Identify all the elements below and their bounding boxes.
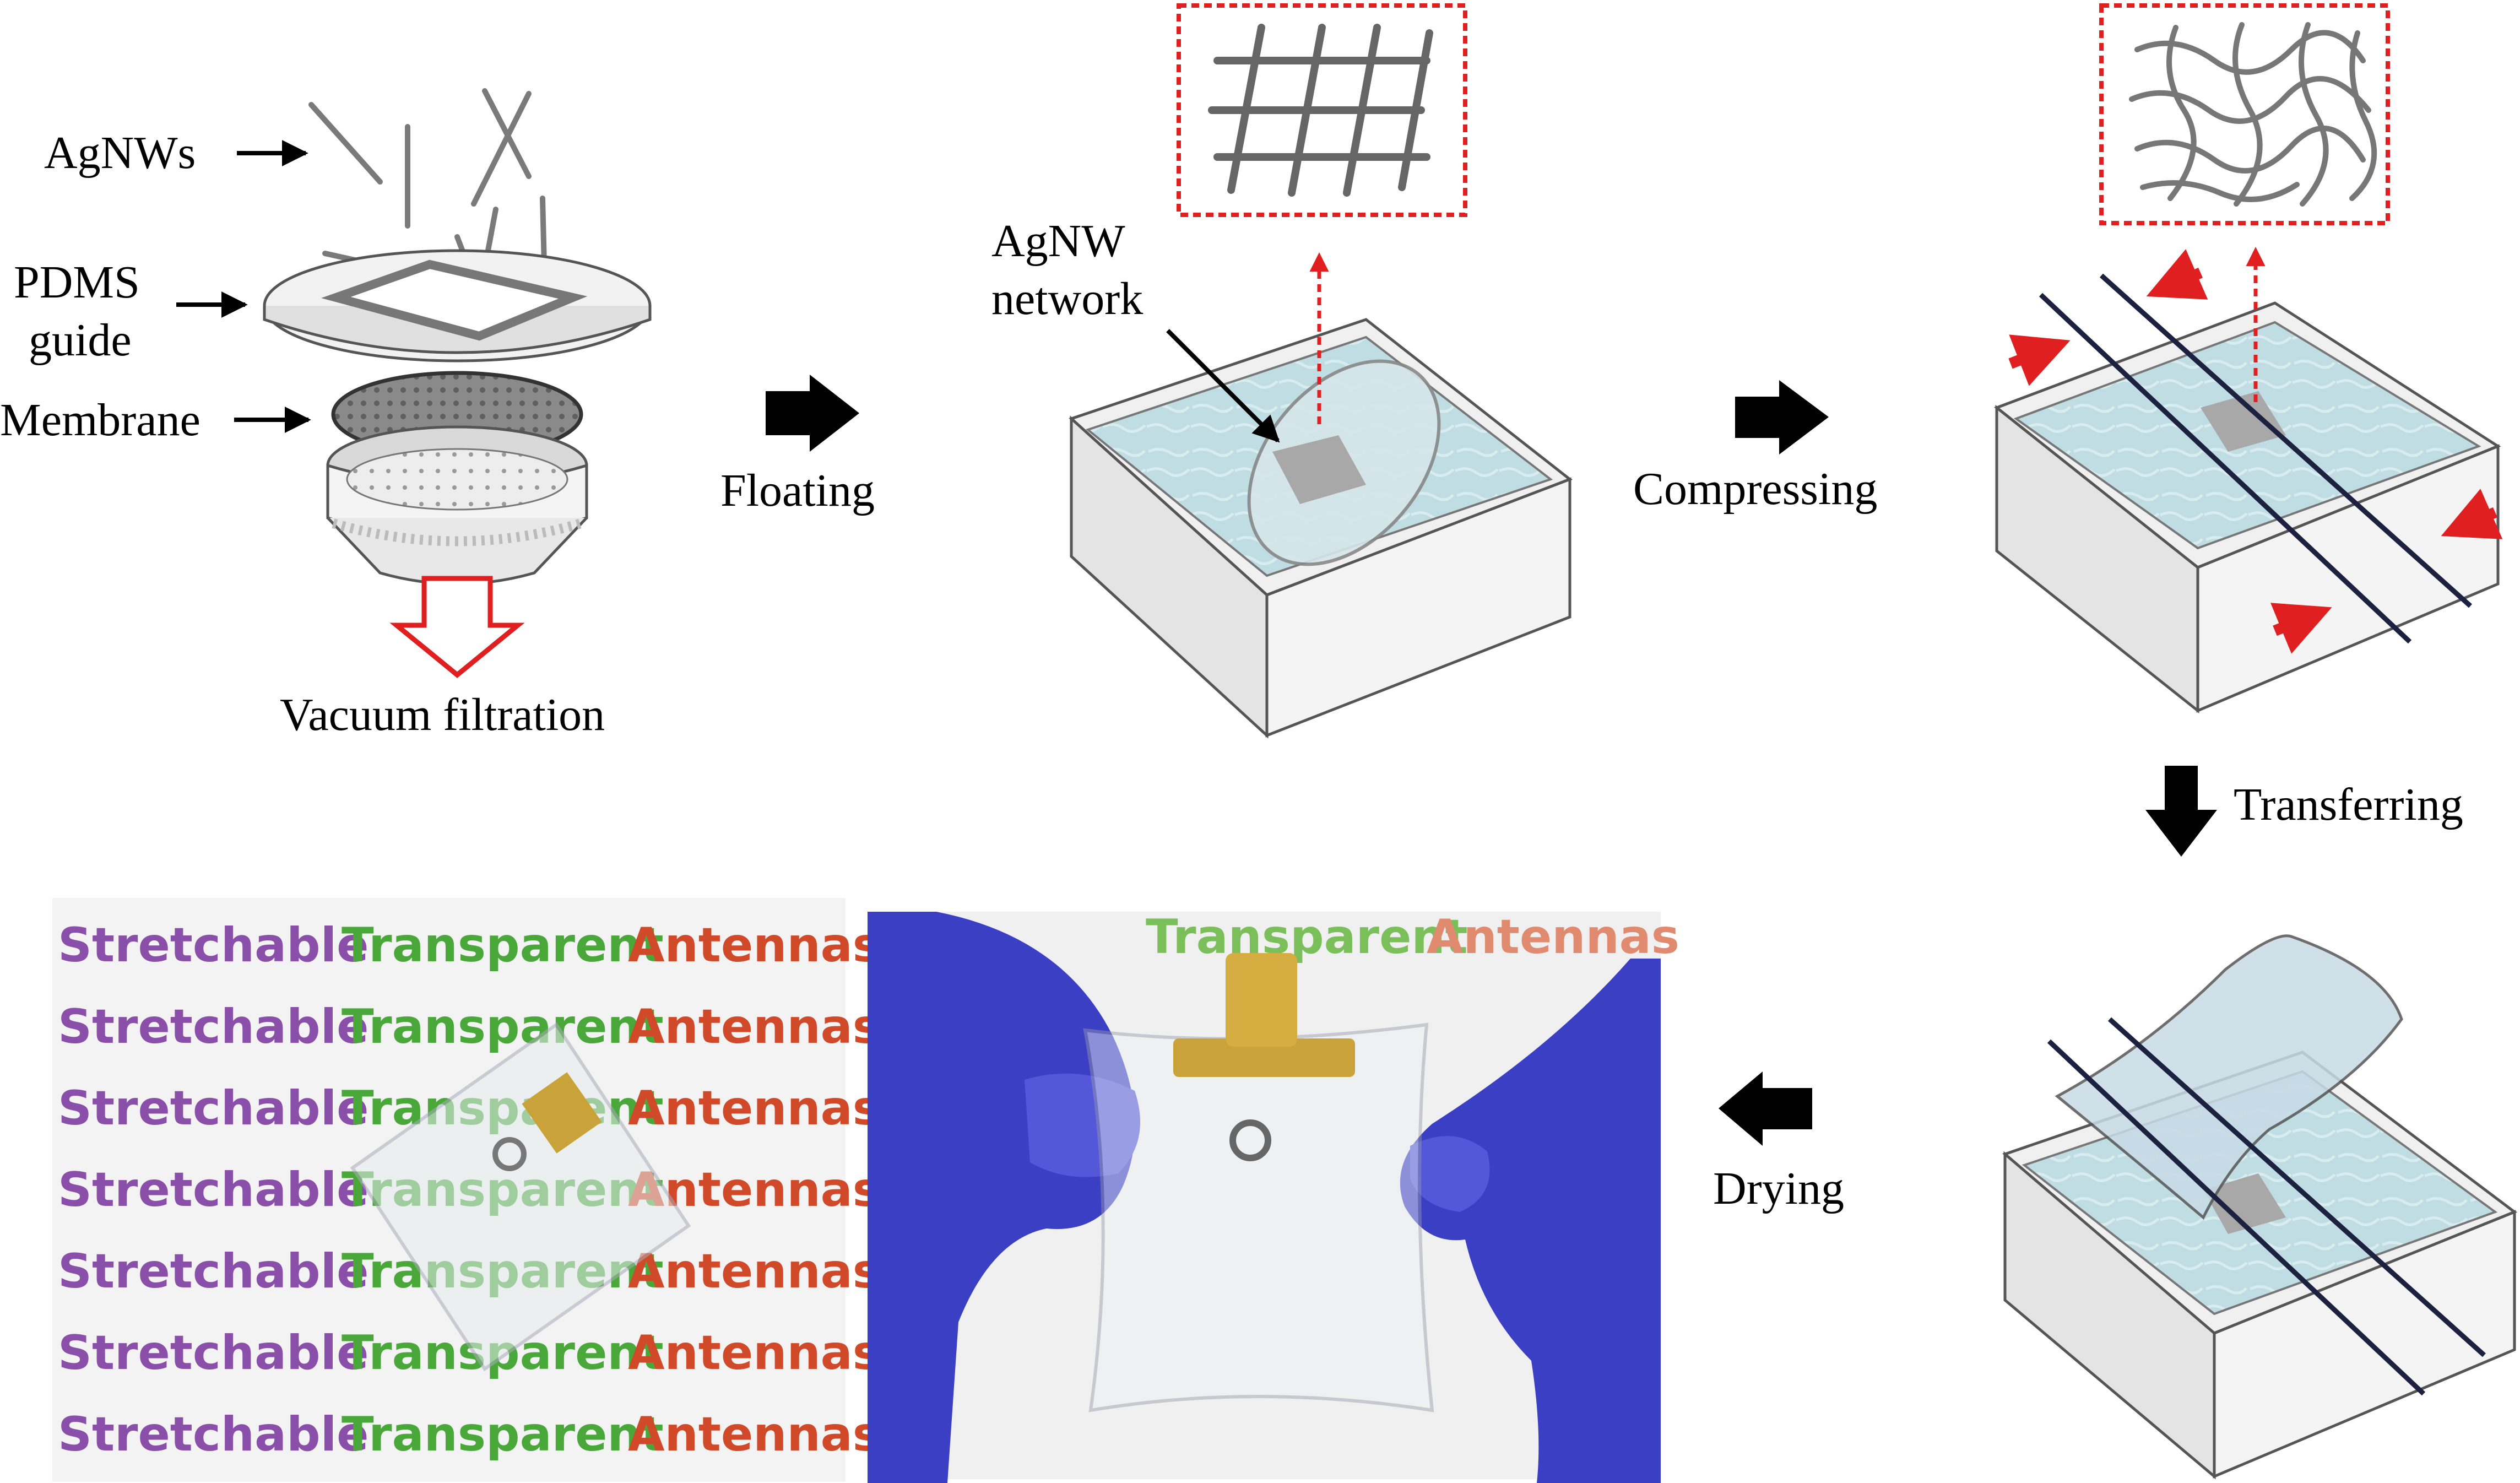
agnws-label: AgNWs [44, 127, 196, 178]
compressing-box [1993, 3, 2503, 714]
transferring-step: Transferring [2145, 766, 2463, 857]
right-glove [1400, 959, 1661, 1483]
printed-word: Stretchable [58, 1081, 369, 1136]
sma-connector [522, 1072, 602, 1154]
pdms-square-opening [321, 259, 588, 341]
sma-connector [1173, 1038, 1355, 1077]
transferring-label: Transferring [2234, 779, 2463, 830]
pdms-label-line2: guide [29, 315, 132, 366]
vacuum-arrow [389, 576, 525, 678]
printed-word: Transparent [342, 999, 664, 1054]
barrier-rod [2039, 293, 2412, 644]
printed-word: Antennas [628, 918, 881, 973]
printed-word: Stretchable [58, 1244, 369, 1299]
printed-word: Stretchable [58, 1407, 369, 1462]
agnw-network-patch [1272, 435, 1366, 504]
barrier-rod [2047, 1039, 2426, 1396]
agnw-network-label-line2: network [991, 273, 1143, 324]
printed-word: Transparent [342, 1407, 664, 1462]
printed-word: Stretchable [58, 999, 369, 1054]
printed-word: Antennas [628, 1081, 881, 1136]
down-arrow-icon [2145, 766, 2217, 857]
printed-word: Stretchable [58, 1162, 369, 1217]
printed-word: Antennas [628, 1325, 881, 1381]
printed-word: Antennas [628, 1407, 881, 1462]
printed-word: Stretchable [58, 1325, 369, 1381]
transferring-box [2002, 934, 2518, 1480]
barrier-rod [2099, 273, 2473, 608]
stretched-substrate [1083, 1022, 1434, 1412]
drying-step: Drying [1713, 1071, 1844, 1214]
pdms-substrate-sheet [2055, 934, 2403, 1220]
printed-word: Transparent [1146, 910, 1468, 965]
membrane-label: Membrane [0, 394, 200, 446]
transparent-substrate [350, 1022, 691, 1372]
compressed-network-patch [2201, 391, 2286, 452]
agnw-network-label-line1: AgNW [991, 215, 1125, 267]
floating-box: AgNW network [991, 3, 1573, 739]
pdms-label-line1: PDMS [14, 257, 140, 308]
left-arrow-icon [1719, 1071, 1812, 1146]
printed-word: Antennas [1427, 910, 1679, 965]
printed-word: Transparent [342, 918, 664, 973]
printed-word: Antennas [628, 999, 881, 1054]
photo-flat-antenna: StretchableTransparentAntennasStretchabl… [52, 898, 881, 1482]
floating-step: Floating [720, 375, 875, 516]
right-arrow-icon [1735, 380, 1829, 454]
right-arrow-icon [766, 375, 859, 452]
barrier-rod [2107, 1017, 2486, 1357]
compressing-step: Compressing [1633, 380, 1877, 515]
floating-label: Floating [720, 465, 875, 516]
vacuum-filtration-label: Vacuum filtration [280, 689, 605, 740]
compressing-label: Compressing [1633, 463, 1877, 515]
printed-word: Antennas [628, 1244, 881, 1299]
drying-label: Drying [1713, 1163, 1844, 1214]
left-glove [868, 912, 1135, 1483]
printed-word: Stretchable [58, 918, 369, 973]
filtration-stage: AgNWs PDMS guide Membrane Vacuum filtrat… [0, 88, 652, 740]
